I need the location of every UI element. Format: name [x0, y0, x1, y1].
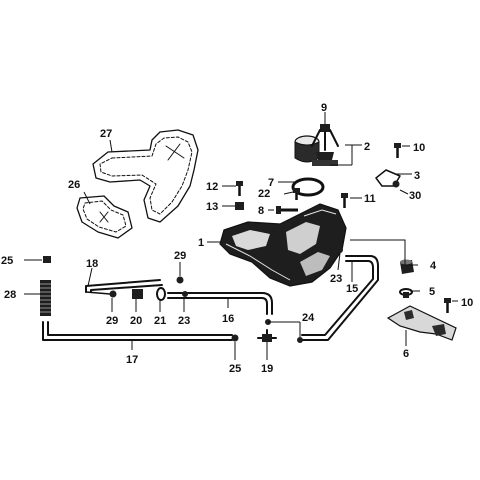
callout-12: 12 — [206, 181, 218, 193]
fitting-23-tank — [337, 247, 343, 253]
callout-10-upper: 10 — [413, 142, 425, 154]
callout-7: 7 — [268, 177, 274, 189]
bolt-12 — [236, 181, 243, 196]
fitting-29-lower — [109, 290, 117, 298]
callout-5: 5 — [429, 286, 435, 298]
callout-27: 27 — [100, 128, 112, 140]
t-joint-19 — [257, 329, 277, 342]
fuel-tank — [219, 203, 347, 287]
fitting-20 — [132, 289, 143, 299]
mounting-bracket-plate — [386, 305, 457, 341]
fuel-filler-cap — [294, 135, 320, 163]
callout-29-upper: 29 — [174, 250, 186, 262]
fitting-29-upper — [176, 276, 184, 284]
callout-13: 13 — [206, 201, 218, 213]
rubber-mount — [400, 259, 414, 274]
callout-22: 22 — [258, 188, 270, 200]
bolt-10-upper — [394, 143, 401, 158]
callout-19: 19 — [261, 363, 273, 375]
callout-3: 3 — [414, 170, 420, 182]
callout-16: 16 — [222, 313, 234, 325]
fitting-21 — [156, 287, 166, 301]
callout-10-lower: 10 — [461, 297, 473, 309]
heat-shield-pad-small — [76, 195, 133, 239]
callout-23-left: 23 — [178, 315, 190, 327]
callout-28: 28 — [4, 289, 16, 301]
callout-18: 18 — [86, 258, 98, 270]
callout-1: 1 — [198, 237, 204, 249]
callout-21: 21 — [154, 315, 166, 327]
callout-24: 24 — [302, 312, 315, 324]
hose-16 — [167, 292, 273, 315]
screw-8 — [276, 206, 298, 214]
fuel-pump-assembly — [311, 124, 339, 166]
callout-23-tank: 23 — [330, 273, 342, 285]
callout-25-lower: 25 — [229, 363, 241, 375]
callout-29-lower: 29 — [106, 315, 118, 327]
callout-26: 26 — [68, 179, 80, 191]
callout-11: 11 — [364, 193, 376, 205]
bolt-22 — [293, 188, 300, 200]
corrugated-boot — [40, 280, 51, 316]
clip-25-top — [43, 256, 51, 263]
fuel-cap-gasket — [291, 177, 325, 197]
hose-15 — [301, 255, 379, 341]
fitting-24-right — [297, 337, 303, 343]
callout-25-top: 25 — [1, 255, 13, 267]
fitting-25-lower — [231, 334, 239, 342]
hose-18 — [85, 279, 163, 295]
leader-lines — [24, 112, 458, 360]
heat-shield-pad-large — [92, 129, 199, 223]
callout-8: 8 — [258, 205, 264, 217]
tank-bracket — [375, 169, 401, 188]
callout-30: 30 — [409, 190, 421, 202]
callout-4: 4 — [430, 260, 437, 272]
bolt-11 — [341, 193, 348, 208]
callout-2: 2 — [364, 141, 370, 153]
mount-washer — [399, 288, 413, 298]
callout-6: 6 — [403, 348, 409, 360]
collar-13 — [235, 202, 244, 210]
hose-17 — [42, 321, 233, 341]
callout-17: 17 — [126, 354, 138, 366]
bolt-10-lower — [444, 298, 451, 313]
callout-15: 15 — [346, 283, 358, 295]
callout-9: 9 — [321, 102, 327, 114]
callout-labels: 1 2 3 4 5 6 7 8 9 10 10 11 12 13 15 16 1… — [1, 102, 473, 375]
fitting-23-left — [182, 291, 188, 297]
callout-20: 20 — [130, 315, 142, 327]
